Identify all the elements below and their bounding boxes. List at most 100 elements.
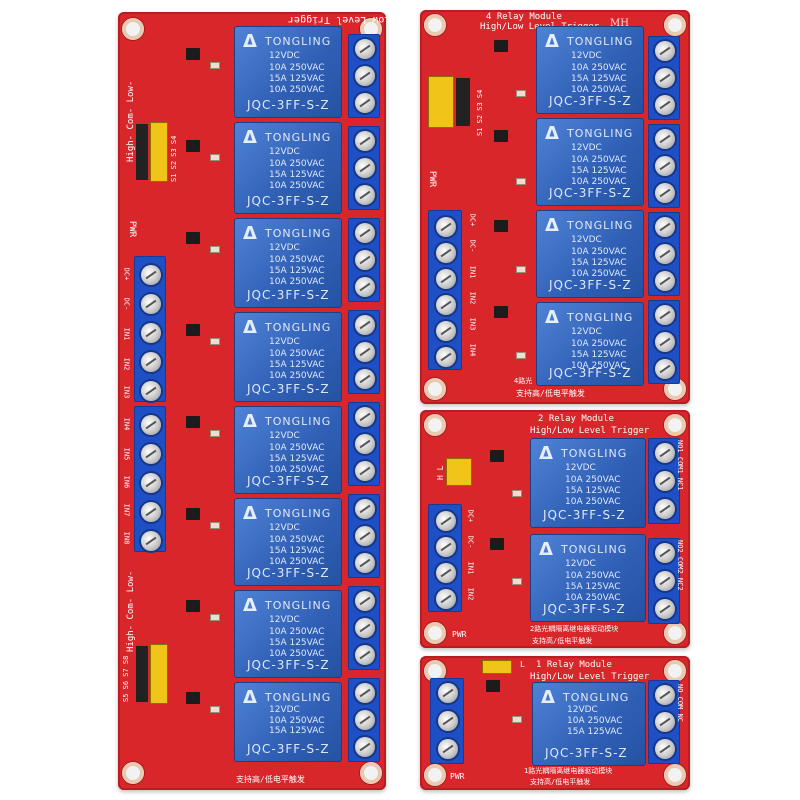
terminal-screw[interactable]: [355, 499, 375, 519]
jumper-pins[interactable]: [482, 660, 512, 674]
terminal-screw[interactable]: [655, 68, 675, 88]
terminal-screw[interactable]: [655, 599, 675, 619]
terminal-screw[interactable]: [436, 217, 456, 237]
terminal-screw[interactable]: [436, 321, 456, 341]
input-terminal-block[interactable]: [428, 210, 462, 370]
output-terminal-block[interactable]: [648, 300, 680, 384]
terminal-screw[interactable]: [436, 537, 456, 557]
terminal-screw[interactable]: [141, 294, 161, 314]
terminal-screw[interactable]: [141, 473, 161, 493]
output-terminal-block[interactable]: [348, 678, 380, 762]
output-terminal-block[interactable]: [648, 212, 680, 296]
terminal-screw[interactable]: [355, 618, 375, 638]
terminal-screw[interactable]: [355, 369, 375, 389]
output-terminal-block[interactable]: [648, 124, 680, 208]
relay-rating: 15A 125VAC: [269, 170, 325, 180]
terminal-screw[interactable]: [141, 415, 161, 435]
terminal-screw[interactable]: [655, 471, 675, 491]
terminal-screw[interactable]: [355, 737, 375, 757]
terminal-screw[interactable]: [355, 526, 375, 546]
terminal-screw[interactable]: [436, 563, 456, 583]
terminal-screw[interactable]: [141, 323, 161, 343]
terminal-screw[interactable]: [655, 443, 675, 463]
terminal-screw[interactable]: [655, 571, 675, 591]
terminal-screw[interactable]: [655, 41, 675, 61]
terminal-screw[interactable]: [355, 710, 375, 730]
output-terminal-block[interactable]: [348, 402, 380, 486]
input-terminal-block[interactable]: [428, 504, 462, 612]
terminal-screw[interactable]: [141, 531, 161, 551]
terminal-screw[interactable]: [655, 499, 675, 519]
terminal-screw[interactable]: [355, 250, 375, 270]
terminal-screw[interactable]: [355, 645, 375, 665]
output-terminal-block[interactable]: [348, 586, 380, 670]
terminal-screw[interactable]: [436, 243, 456, 263]
terminal-screw[interactable]: [141, 352, 161, 372]
terminal-screw[interactable]: [655, 156, 675, 176]
jumper-pins[interactable]: [446, 458, 472, 486]
jumper-pins[interactable]: [150, 122, 168, 182]
terminal-screw[interactable]: [436, 295, 456, 315]
jumper-pins[interactable]: [150, 644, 168, 704]
terminal-screw[interactable]: [438, 683, 458, 703]
terminal-screw[interactable]: [436, 269, 456, 289]
terminal-screw[interactable]: [355, 434, 375, 454]
terminal-screw[interactable]: [141, 381, 161, 401]
terminal-screw[interactable]: [655, 685, 675, 705]
terminal-screw[interactable]: [655, 244, 675, 264]
terminal-screw[interactable]: [355, 315, 375, 335]
terminal-screw[interactable]: [438, 711, 458, 731]
relay-rating: 10A 250VAC: [269, 371, 325, 381]
terminal-screw[interactable]: [655, 217, 675, 237]
terminal-screw[interactable]: [655, 271, 675, 291]
terminal-screw[interactable]: [355, 223, 375, 243]
terminal-screw[interactable]: [436, 347, 456, 367]
terminal-screw[interactable]: [355, 591, 375, 611]
terminal-screw[interactable]: [355, 66, 375, 86]
terminal-screw[interactable]: [355, 185, 375, 205]
terminal-screw[interactable]: [355, 553, 375, 573]
jumper-pins[interactable]: [428, 76, 454, 128]
terminal-screw[interactable]: [355, 407, 375, 427]
terminal-screw[interactable]: [355, 93, 375, 113]
terminal-screw[interactable]: [655, 712, 675, 732]
terminal-screw[interactable]: [655, 129, 675, 149]
output-terminal-block[interactable]: [348, 126, 380, 210]
terminal-screw[interactable]: [355, 342, 375, 362]
terminal-screw[interactable]: [655, 95, 675, 115]
terminal-screw[interactable]: [355, 39, 375, 59]
terminal-screw[interactable]: [655, 305, 675, 325]
output-terminal-block[interactable]: [648, 438, 680, 524]
relay-rating: 10A 250VAC: [269, 649, 325, 659]
mount-hole: [664, 764, 686, 786]
terminal-screw[interactable]: [141, 444, 161, 464]
terminal-screw[interactable]: [655, 543, 675, 563]
terminal-screw[interactable]: [655, 739, 675, 759]
output-terminal-block[interactable]: [348, 218, 380, 302]
terminal-screw[interactable]: [438, 739, 458, 759]
output-terminal-block[interactable]: [348, 34, 380, 118]
output-terminal-block[interactable]: [348, 310, 380, 394]
output-terminal-block[interactable]: [648, 538, 680, 624]
terminal-screw[interactable]: [355, 683, 375, 703]
terminal-screw[interactable]: [355, 131, 375, 151]
terminal-screw[interactable]: [355, 277, 375, 297]
terminal-screw[interactable]: [655, 183, 675, 203]
output-terminal-block[interactable]: [348, 494, 380, 578]
terminal-screw[interactable]: [436, 511, 456, 531]
input-terminal-block[interactable]: [134, 406, 166, 552]
terminal-screw[interactable]: [355, 461, 375, 481]
terminal-screw[interactable]: [141, 502, 161, 522]
terminal-screw[interactable]: [655, 332, 675, 352]
terminal-screw[interactable]: [436, 589, 456, 609]
terminal-screw[interactable]: [141, 265, 161, 285]
output-terminal-block[interactable]: [648, 680, 680, 764]
relay-rating: 15A 125VAC: [571, 350, 627, 360]
terminal-screw[interactable]: [355, 158, 375, 178]
relay-rating: 10A 250VAC: [571, 361, 627, 371]
input-label: IN2: [122, 357, 131, 371]
input-terminal-block[interactable]: [430, 678, 464, 764]
terminal-screw[interactable]: [655, 359, 675, 379]
output-terminal-block[interactable]: [648, 36, 680, 120]
input-terminal-block[interactable]: [134, 256, 166, 402]
